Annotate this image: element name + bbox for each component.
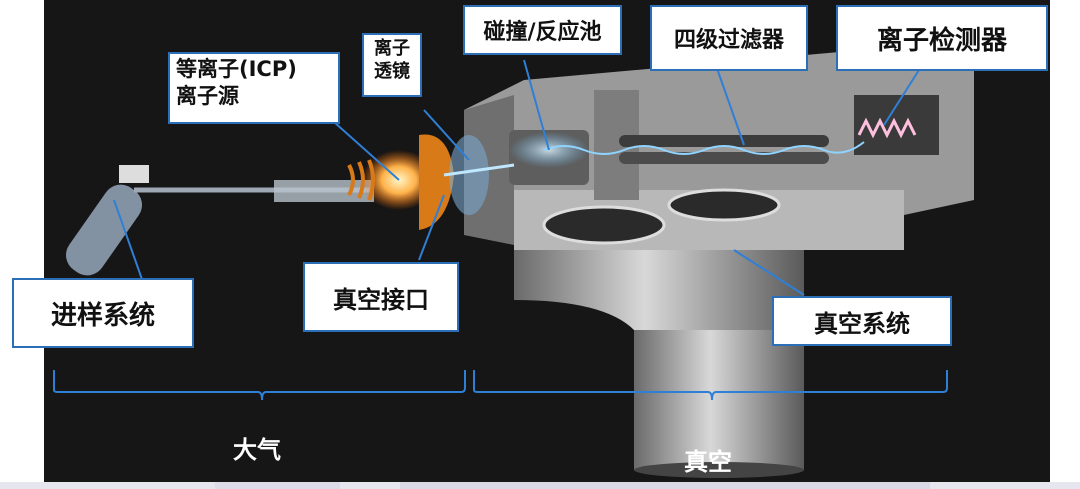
- label-detector-text: 离子检测器: [876, 25, 1007, 56]
- vacuum-pump-housing: [514, 250, 804, 478]
- label-sample-system: 进样系统: [12, 278, 194, 348]
- label-sample-system-text: 进样系统: [50, 300, 155, 331]
- instrument-illustration: [53, 40, 974, 478]
- bottom-strip: [0, 482, 1080, 489]
- region-atmosphere: 大气: [233, 436, 281, 464]
- bottom-strip-segment: [215, 482, 340, 489]
- label-ion-lens: 离子 透镜: [362, 33, 422, 97]
- detector-coil: [857, 117, 917, 139]
- atmosphere-bracket: [53, 370, 466, 401]
- sample-nebulizer: [66, 165, 374, 276]
- quadrupole-rods: [543, 135, 865, 164]
- vacuum-bracket: [473, 370, 948, 401]
- label-collision-cell-text: 碰撞/反应池: [483, 20, 602, 45]
- label-vacuum-interface: 真空接口: [303, 262, 459, 332]
- region-vacuum: 真空: [684, 448, 732, 476]
- label-icp-line2: 离子源: [176, 84, 239, 109]
- label-ion-lens-line2: 透镜: [374, 61, 410, 83]
- pointer-lines: [113, 59, 920, 296]
- label-detector: 离子检测器: [836, 5, 1048, 71]
- label-icp-line1: 等离子(ICP): [176, 57, 297, 81]
- label-quadrupole-text: 四级过滤器: [673, 28, 784, 53]
- diagram-canvas: [44, 0, 1050, 482]
- bottom-strip-segment: [400, 482, 930, 489]
- collision-cell-body: [509, 130, 589, 185]
- label-quadrupole: 四级过滤器: [650, 5, 808, 71]
- label-vacuum-system-text: 真空系统: [814, 309, 910, 338]
- ion-lens: [443, 135, 515, 215]
- label-vacuum-interface-text: 真空接口: [333, 285, 429, 314]
- label-collision-cell: 碰撞/反应池: [463, 5, 622, 55]
- label-ion-lens-line1: 离子: [374, 38, 410, 59]
- label-vacuum-system: 真空系统: [772, 296, 952, 346]
- label-icp-source: 等离子(ICP) 离子源: [168, 52, 340, 124]
